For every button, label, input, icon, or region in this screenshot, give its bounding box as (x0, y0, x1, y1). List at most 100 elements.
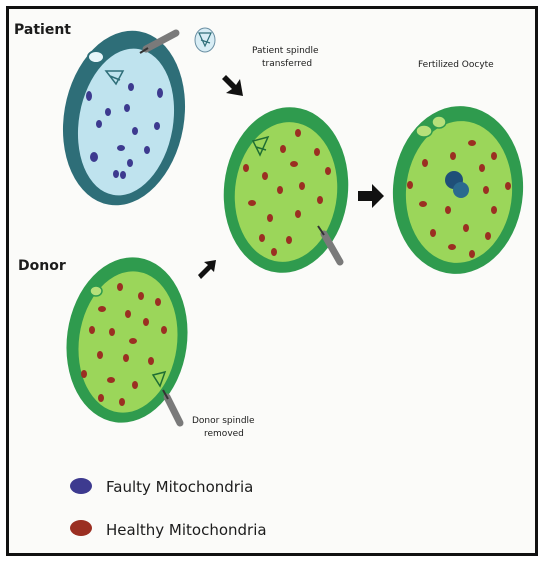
healthy-mitochondrion (483, 186, 489, 194)
healthy-mitochondria-group (81, 283, 167, 406)
faulty-mitochondrion (120, 171, 126, 179)
faulty-mitochondrion (124, 104, 130, 112)
healthy-mitochondrion (317, 196, 323, 204)
zygote-pronuclei (445, 171, 469, 198)
arrow-icon (198, 260, 216, 279)
pipette-icon (317, 225, 344, 266)
legend-item-healthy: Healthy Mitochondria (70, 520, 267, 539)
healthy-mitochondrion (479, 164, 485, 172)
healthy-mitochondrion (129, 338, 137, 344)
healthy-mitochondrion (469, 250, 475, 258)
reconstituted-oocyte-cytoplasm (234, 122, 338, 262)
faulty-mitochondrion (128, 83, 134, 91)
spindle-icon (251, 135, 270, 157)
healthy-mitochondrion (407, 181, 413, 189)
healthy-mitochondrion (422, 159, 428, 167)
healthy-mitochondrion (505, 182, 511, 190)
pipette-icon (162, 389, 184, 427)
healthy-mitochondrion (468, 140, 476, 146)
faulty-mitochondrion (90, 152, 98, 162)
faulty-mitochondrion (86, 91, 92, 101)
patient-spindle-label-line2: transferred (262, 59, 312, 69)
polar-body (87, 50, 105, 64)
legend-swatch-faulty (70, 478, 92, 494)
legend-label-healthy: Healthy Mitochondria (106, 521, 267, 539)
patient-oocyte (62, 29, 186, 206)
healthy-mitochondrion (125, 310, 131, 318)
arrow-donor-to-reconstituted (198, 260, 216, 279)
healthy-mitochondrion (109, 328, 115, 336)
healthy-mitochondrion (97, 351, 103, 359)
reconstituted-oocyte (223, 107, 349, 273)
patient-spindle-label: Patient spindle (252, 46, 319, 56)
fertilized-oocyte-label: Fertilized Oocyte (418, 60, 494, 70)
faulty-mitochondrion (117, 145, 125, 151)
fertilized-oocyte (392, 106, 524, 274)
healthy-mitochondrion (290, 161, 298, 167)
polar-body (431, 115, 447, 129)
healthy-mitochondrion (117, 283, 123, 291)
faulty-mitochondrion (154, 122, 160, 130)
extracted-spindle (194, 27, 216, 53)
healthy-mitochondrion (445, 206, 451, 214)
healthy-mitochondrion (248, 200, 256, 206)
polar-body (415, 124, 433, 138)
donor-spindle-label: Donor spindle (192, 416, 255, 426)
faulty-mitochondrion (157, 88, 163, 98)
faulty-mitochondrion (144, 146, 150, 154)
healthy-mitochondrion (314, 148, 320, 156)
healthy-mitochondrion (419, 201, 427, 207)
healthy-mitochondrion (325, 167, 331, 175)
healthy-mitochondrion (132, 381, 138, 389)
healthy-mitochondrion (259, 234, 265, 242)
patient-label: Patient (14, 22, 71, 38)
legend-label-faulty: Faulty Mitochondria (106, 478, 253, 496)
healthy-mitochondrion (491, 152, 497, 160)
legend-swatch-healthy (70, 520, 92, 536)
healthy-mitochondrion (463, 224, 469, 232)
spindle-vesicle (194, 27, 216, 53)
healthy-mitochondrion (98, 306, 106, 312)
pipette-icon (139, 29, 180, 54)
healthy-mitochondrion (450, 152, 456, 160)
polar-body (89, 285, 103, 297)
spindle-icon (151, 370, 167, 388)
arrow-icon (358, 184, 384, 208)
spindle-icon (198, 32, 212, 48)
faulty-mitochondrion (113, 170, 119, 178)
faulty-mitochondrion (127, 159, 133, 167)
healthy-mitochondrion (123, 354, 129, 362)
healthy-mitochondrion (262, 172, 268, 180)
donor-label: Donor (18, 258, 66, 274)
donor-spindle-label-line2: removed (204, 429, 244, 439)
patient-oocyte-cytoplasm (77, 48, 175, 196)
healthy-mitochondrion (81, 370, 87, 378)
arrow-patient-to-reconstituted (222, 75, 243, 96)
healthy-mitochondrion (119, 398, 125, 406)
healthy-mitochondrion (161, 326, 167, 334)
healthy-mitochondrion (299, 182, 305, 190)
faulty-mitochondrion (96, 120, 102, 128)
donor-oocyte (66, 257, 188, 427)
healthy-mitochondrion (107, 377, 115, 383)
healthy-mitochondrion (491, 206, 497, 214)
healthy-mitochondrion (89, 326, 95, 334)
healthy-mitochondrion (280, 145, 286, 153)
legend: Faulty Mitochondria Healthy Mitochondria (70, 478, 267, 539)
healthy-mitochondria-group (407, 140, 511, 258)
healthy-mitochondrion (295, 210, 301, 218)
healthy-mitochondrion (271, 248, 277, 256)
healthy-mitochondrion (267, 214, 273, 222)
pronucleus (453, 182, 469, 198)
healthy-mitochondrion (138, 292, 144, 300)
healthy-mitochondria-group (243, 129, 331, 256)
healthy-mitochondrion (448, 244, 456, 250)
healthy-mitochondrion (286, 236, 292, 244)
faulty-mitochondria-group (86, 83, 163, 179)
faulty-mitochondrion (105, 108, 111, 116)
spindle-icon (104, 70, 125, 86)
healthy-mitochondrion (277, 186, 283, 194)
healthy-mitochondrion (155, 298, 161, 306)
faulty-mitochondrion (132, 127, 138, 135)
